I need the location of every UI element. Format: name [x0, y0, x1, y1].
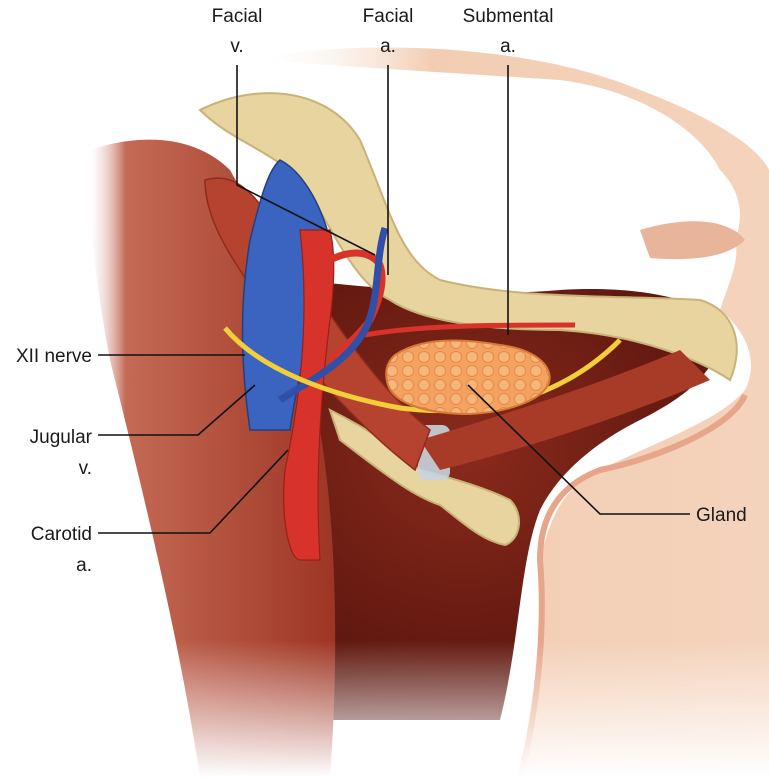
- bottom-fade: [0, 640, 769, 778]
- label-facial-v-line1: Facial: [212, 6, 263, 27]
- leader-jugular-v: [98, 384, 256, 436]
- hypoglossal-nerve: [223, 326, 622, 414]
- face-skin: [250, 47, 769, 778]
- digastric-muscle: [420, 350, 710, 470]
- leader-carotid-a: [98, 449, 289, 534]
- label-facial-a-line1: Facial: [363, 6, 414, 27]
- label-submental-a-line2: a.: [500, 36, 516, 57]
- leader-gland: [467, 384, 690, 515]
- submandibular-gland: [385, 339, 551, 416]
- facial-artery: [327, 249, 386, 363]
- leader-facial-v: [236, 65, 376, 256]
- label-submental-a-line1: Submental: [463, 6, 554, 27]
- label-jugular-v-line1: Jugular: [30, 427, 93, 448]
- label-xii-nerve: XII nerve: [16, 346, 92, 367]
- mandible: [198, 92, 738, 382]
- label-facial-v-line2: v.: [230, 36, 243, 57]
- label-gland: Gland: [696, 505, 747, 526]
- submental-artery: [364, 322, 576, 338]
- label-carotid-a-line2: a.: [76, 555, 92, 576]
- label-carotid-a-line1: Carotid: [31, 524, 92, 545]
- label-facial-a-line2: a.: [380, 36, 396, 57]
- lip: [640, 221, 745, 260]
- label-jugular-v-line2: v.: [79, 458, 92, 479]
